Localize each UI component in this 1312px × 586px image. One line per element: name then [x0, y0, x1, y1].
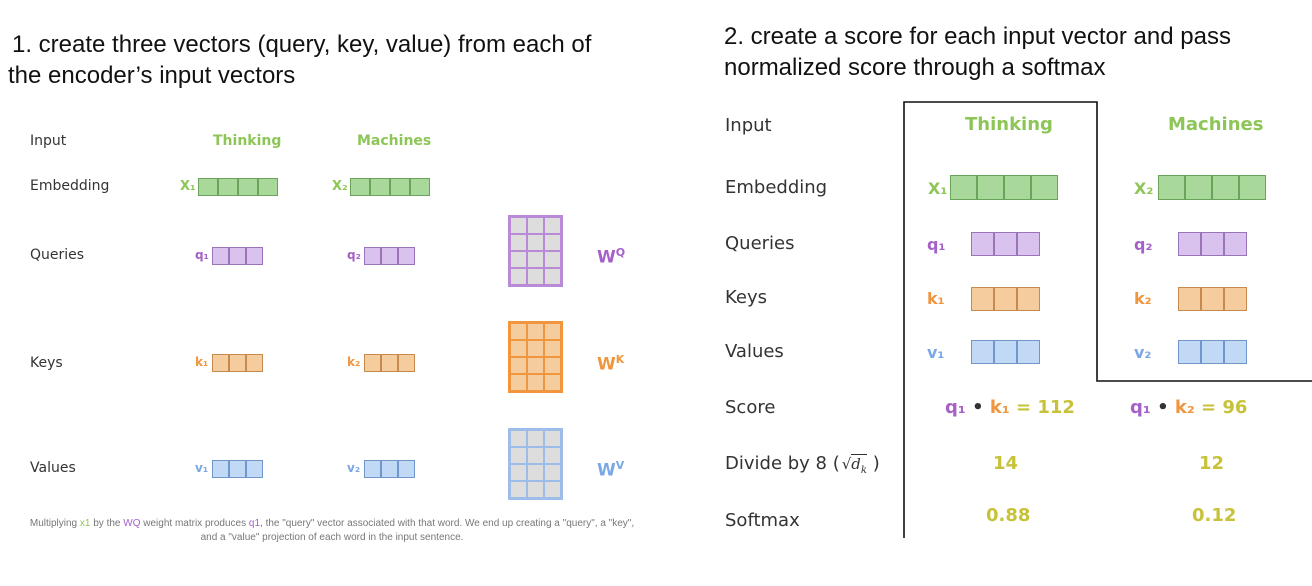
right-row-divide: Divide by 8 (√dk )	[725, 453, 880, 476]
wv-matrix	[508, 428, 563, 500]
right-v2-vector	[1178, 340, 1247, 364]
wk-label: WK	[597, 353, 625, 375]
left-row-embedding: Embedding	[30, 178, 110, 194]
right-v2-label: v₂	[1134, 343, 1152, 362]
right-row-queries: Queries	[725, 233, 795, 254]
left-x2-vector	[350, 178, 430, 196]
left-word-machines: Machines	[357, 133, 432, 149]
right-v1-vector	[971, 340, 1040, 364]
right-q1-vector	[971, 232, 1040, 256]
right-k1-label: k₁	[927, 289, 945, 308]
right-row-keys: Keys	[725, 287, 768, 308]
right-heading-line1: 2. create a score for each input vector …	[724, 23, 1231, 50]
right-row-score: Score	[725, 397, 776, 418]
divided-machines: 12	[1199, 453, 1225, 474]
right-word-machines: Machines	[1168, 114, 1264, 135]
left-x2-label: X₂	[332, 179, 348, 194]
right-k1-vector	[971, 287, 1040, 311]
right-row-softmax: Softmax	[725, 510, 800, 531]
right-x1-label: X₁	[928, 179, 948, 198]
wq-label: WQ	[597, 246, 626, 268]
left-q1-vector	[212, 247, 263, 265]
left-row-values: Values	[30, 460, 76, 476]
caption-line2: and a "value" projection of each word in…	[200, 532, 464, 543]
right-x1-vector	[950, 175, 1058, 200]
softmax-thinking: 0.88	[986, 505, 1031, 526]
divided-thinking: 14	[993, 453, 1019, 474]
left-row-queries: Queries	[30, 247, 85, 263]
left-v2-vector	[364, 460, 415, 478]
left-k2-vector	[364, 354, 415, 372]
score-machines: q₁ • k₂ = 96	[1130, 397, 1248, 418]
left-x1-vector	[198, 178, 278, 196]
score-thinking: q₁ • k₁ = 112	[945, 397, 1075, 418]
wv-label: WV	[597, 459, 625, 481]
softmax-machines: 0.12	[1192, 505, 1237, 526]
left-row-keys: Keys	[30, 355, 63, 371]
left-k2-label: k₂	[347, 355, 361, 369]
left-heading-line1: 1. create three vectors (query, key, val…	[12, 31, 592, 58]
right-x2-vector	[1158, 175, 1266, 200]
left-heading-line2: the encoder’s input vectors	[8, 62, 296, 89]
right-q1-label: q₁	[927, 235, 946, 254]
right-row-embedding: Embedding	[725, 177, 828, 198]
left-x1-label: X₁	[180, 179, 196, 194]
left-caption: Multiplying x1 by the WQ weight matrix p…	[0, 517, 664, 545]
right-row-values: Values	[725, 341, 784, 362]
right-k2-label: k₂	[1134, 289, 1152, 308]
left-q2-vector	[364, 247, 415, 265]
left-q1-label: q₁	[195, 248, 209, 262]
left-word-thinking: Thinking	[213, 133, 282, 149]
left-k1-vector	[212, 354, 263, 372]
left-q2-label: q₂	[347, 248, 361, 262]
right-v1-label: v₁	[927, 343, 945, 362]
right-k2-vector	[1178, 287, 1247, 311]
right-row-input: Input	[725, 115, 772, 136]
right-x2-label: X₂	[1134, 179, 1154, 198]
left-row-input: Input	[30, 133, 67, 149]
left-v1-label: v₁	[195, 461, 209, 475]
wq-matrix	[508, 215, 563, 287]
right-heading-line2: normalized score through a softmax	[724, 54, 1106, 81]
left-v2-label: v₂	[347, 461, 361, 475]
sqrt-symbol: √	[841, 455, 852, 473]
caption-line1: Multiplying x1 by the WQ weight matrix p…	[29, 518, 635, 529]
wk-matrix	[508, 321, 563, 393]
right-word-thinking: Thinking	[965, 114, 1053, 135]
right-q2-label: q₂	[1134, 235, 1153, 254]
left-k1-label: k₁	[195, 355, 209, 369]
right-q2-vector	[1178, 232, 1247, 256]
left-v1-vector	[212, 460, 263, 478]
